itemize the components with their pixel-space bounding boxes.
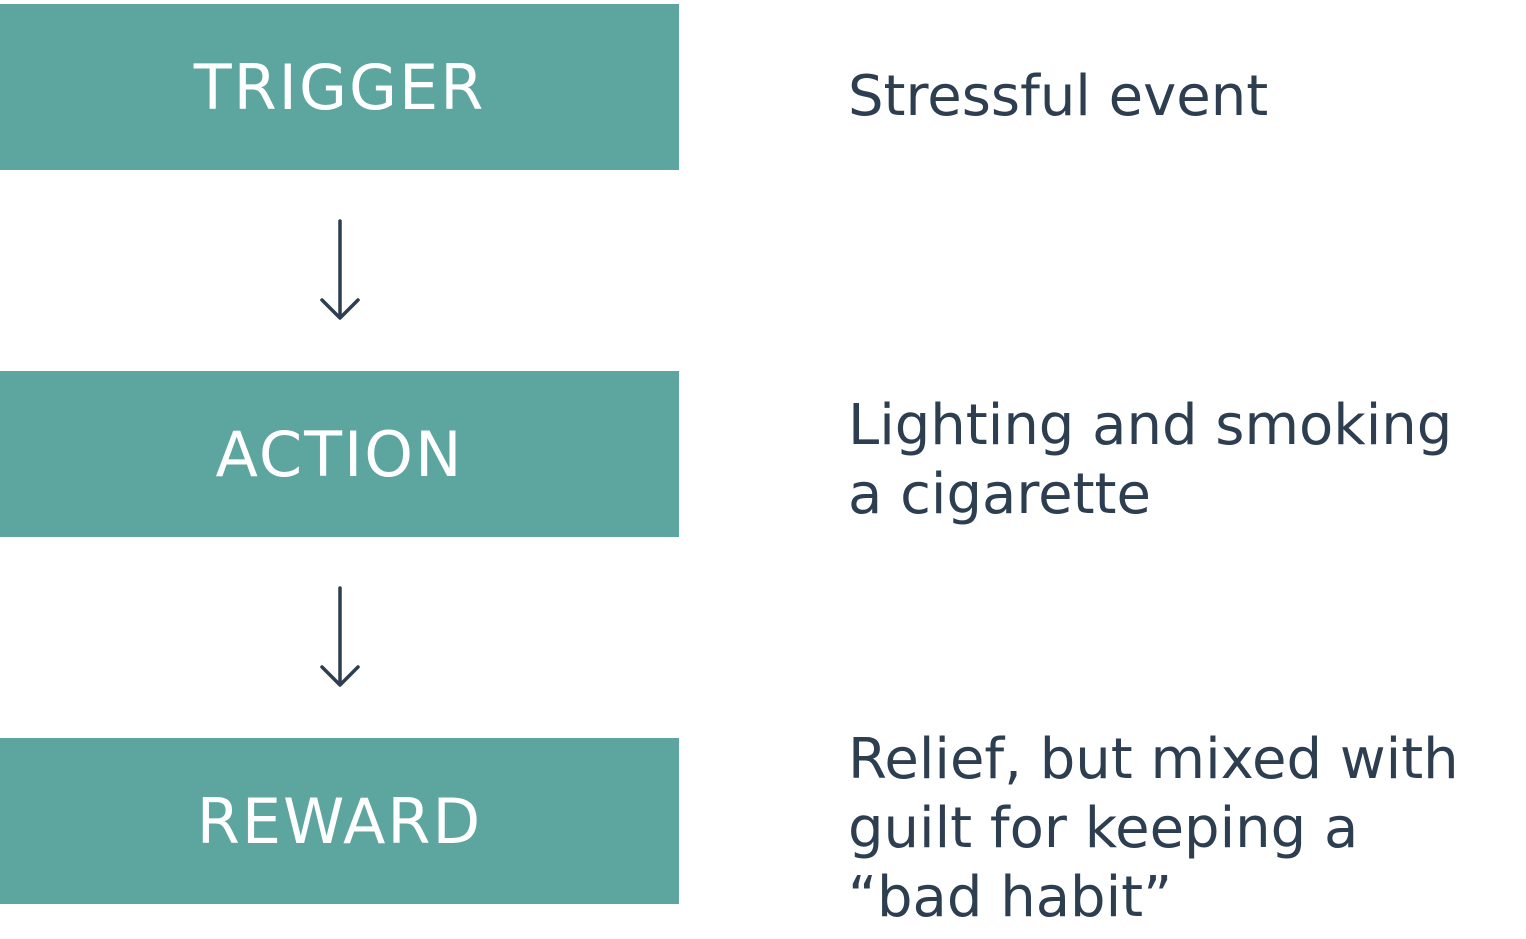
- down-arrow-icon: [318, 586, 362, 688]
- action-description: Lighting and smoking a cigarette: [848, 393, 1453, 527]
- reward-description: Relief, but mixed with guilt for keeping…: [848, 727, 1459, 930]
- trigger-label: TRIGGER: [193, 50, 486, 124]
- action-label: ACTION: [215, 417, 464, 491]
- reward-label: REWARD: [196, 784, 483, 858]
- trigger-box: TRIGGER: [0, 4, 679, 170]
- down-arrow-icon: [318, 219, 362, 321]
- trigger-description: Stressful event: [848, 64, 1269, 129]
- reward-box: REWARD: [0, 738, 679, 904]
- action-box: ACTION: [0, 371, 679, 537]
